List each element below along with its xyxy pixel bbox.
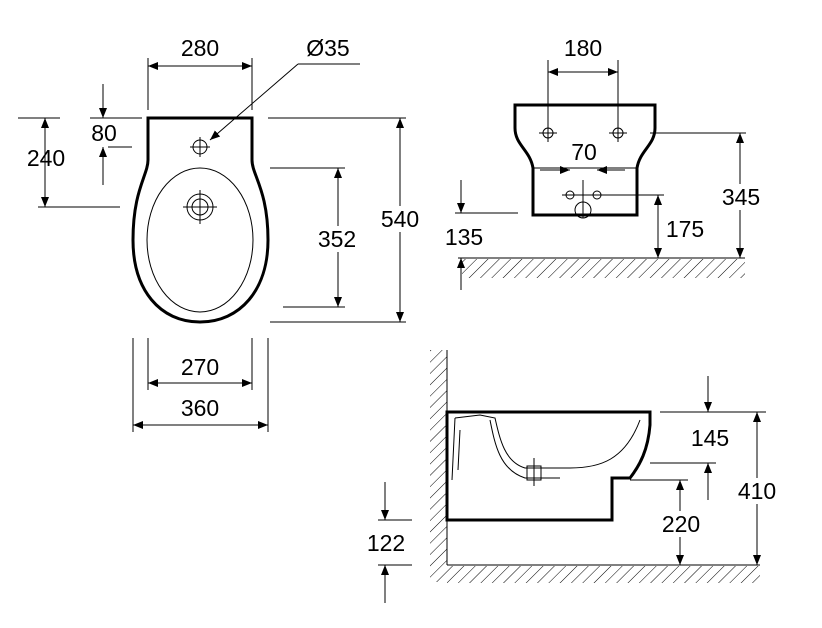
dim-240: 240	[27, 145, 65, 171]
dim-70: 70	[571, 139, 597, 165]
dim-80: 80	[91, 120, 117, 146]
dim-diameter-35: Ø35	[306, 35, 349, 61]
fixing-hole-right-icon	[609, 124, 627, 142]
bidet-outline-top	[131, 116, 270, 324]
drain-icon	[183, 190, 217, 224]
fixing-hole-left-icon	[539, 124, 557, 142]
dim-540: 540	[381, 206, 419, 232]
floor-hatch-side	[447, 566, 760, 583]
dim-122: 122	[367, 530, 405, 556]
dim-220: 220	[662, 511, 700, 537]
dim-135: 135	[445, 224, 483, 250]
inner-bowl-profile	[454, 414, 641, 469]
front-view: 180 70 345 175 135	[445, 35, 766, 290]
top-view: 280 Ø35 80 240 352 540 270	[18, 35, 426, 432]
bidet-outline-side	[445, 410, 652, 522]
dim-410: 410	[738, 478, 776, 504]
dim-352: 352	[318, 226, 356, 252]
side-view: 145 410 220 122	[367, 350, 783, 603]
tap-hole-icon	[190, 137, 210, 157]
bowl-outline	[146, 167, 254, 313]
floor-hatch-front	[462, 259, 745, 278]
waste-fitting-icon	[526, 458, 542, 486]
dim-180: 180	[564, 35, 602, 61]
wall-hatch	[430, 350, 447, 582]
dim-145: 145	[691, 425, 729, 451]
waste-holes-icon	[562, 180, 605, 219]
dim-280: 280	[181, 35, 219, 61]
dim-175: 175	[666, 216, 704, 242]
bidet-outline-front	[513, 103, 657, 217]
dim-360: 360	[181, 395, 219, 421]
dim-270: 270	[181, 354, 219, 380]
dim-345: 345	[722, 184, 760, 210]
